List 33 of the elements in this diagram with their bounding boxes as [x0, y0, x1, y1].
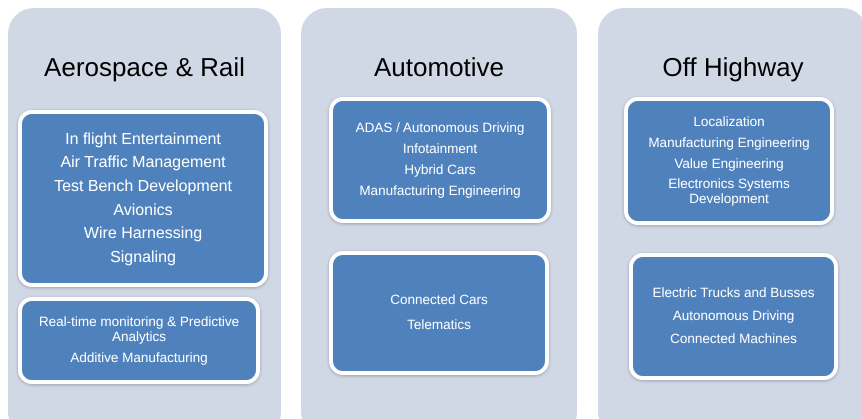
list-item: Manufacturing Engineering: [359, 184, 521, 199]
list-item: Infotainment: [402, 142, 478, 157]
list-item: Real-time monitoring & Predictive Analytics: [38, 315, 240, 345]
list-item: Hybrid Cars: [404, 163, 476, 178]
panel-title: Aerospace & Rail: [43, 52, 246, 83]
list-item: Value Engineering: [674, 156, 784, 172]
list-item: Avionics: [113, 202, 173, 220]
list-item: Additive Manufacturing: [70, 350, 208, 366]
list-item: Signaling: [110, 248, 176, 266]
list-item: Localization: [693, 114, 765, 130]
list-item: Manufacturing Engineering: [648, 136, 810, 151]
list-item: Air Traffic Management: [60, 154, 226, 172]
list-item: Connected Cars: [390, 293, 488, 308]
panel-title: Automotive: [372, 52, 506, 83]
list-item: Electronics Systems Development: [667, 177, 791, 208]
list-item: Electric Trucks and Busses: [652, 286, 815, 302]
list-item: In flight Entertainment: [65, 130, 221, 148]
category-panel: [8, 8, 281, 419]
item-box: [624, 97, 834, 225]
item-box: [329, 97, 551, 223]
item-box: [629, 253, 838, 380]
category-panel: [301, 8, 577, 419]
item-box: [18, 297, 260, 384]
list-item: Wire Harnessing: [84, 225, 202, 243]
item-box: [329, 251, 549, 375]
list-item: Connected Machines: [670, 332, 797, 347]
list-item: Test Bench Development: [54, 178, 232, 196]
list-item: ADAS / Autonomous Driving: [356, 121, 524, 136]
category-panel: [598, 8, 862, 419]
list-item: Telematics: [407, 318, 471, 333]
panel-title: Off Highway: [661, 52, 805, 83]
item-box: [18, 110, 268, 287]
list-item: Autonomous Driving: [672, 309, 794, 324]
